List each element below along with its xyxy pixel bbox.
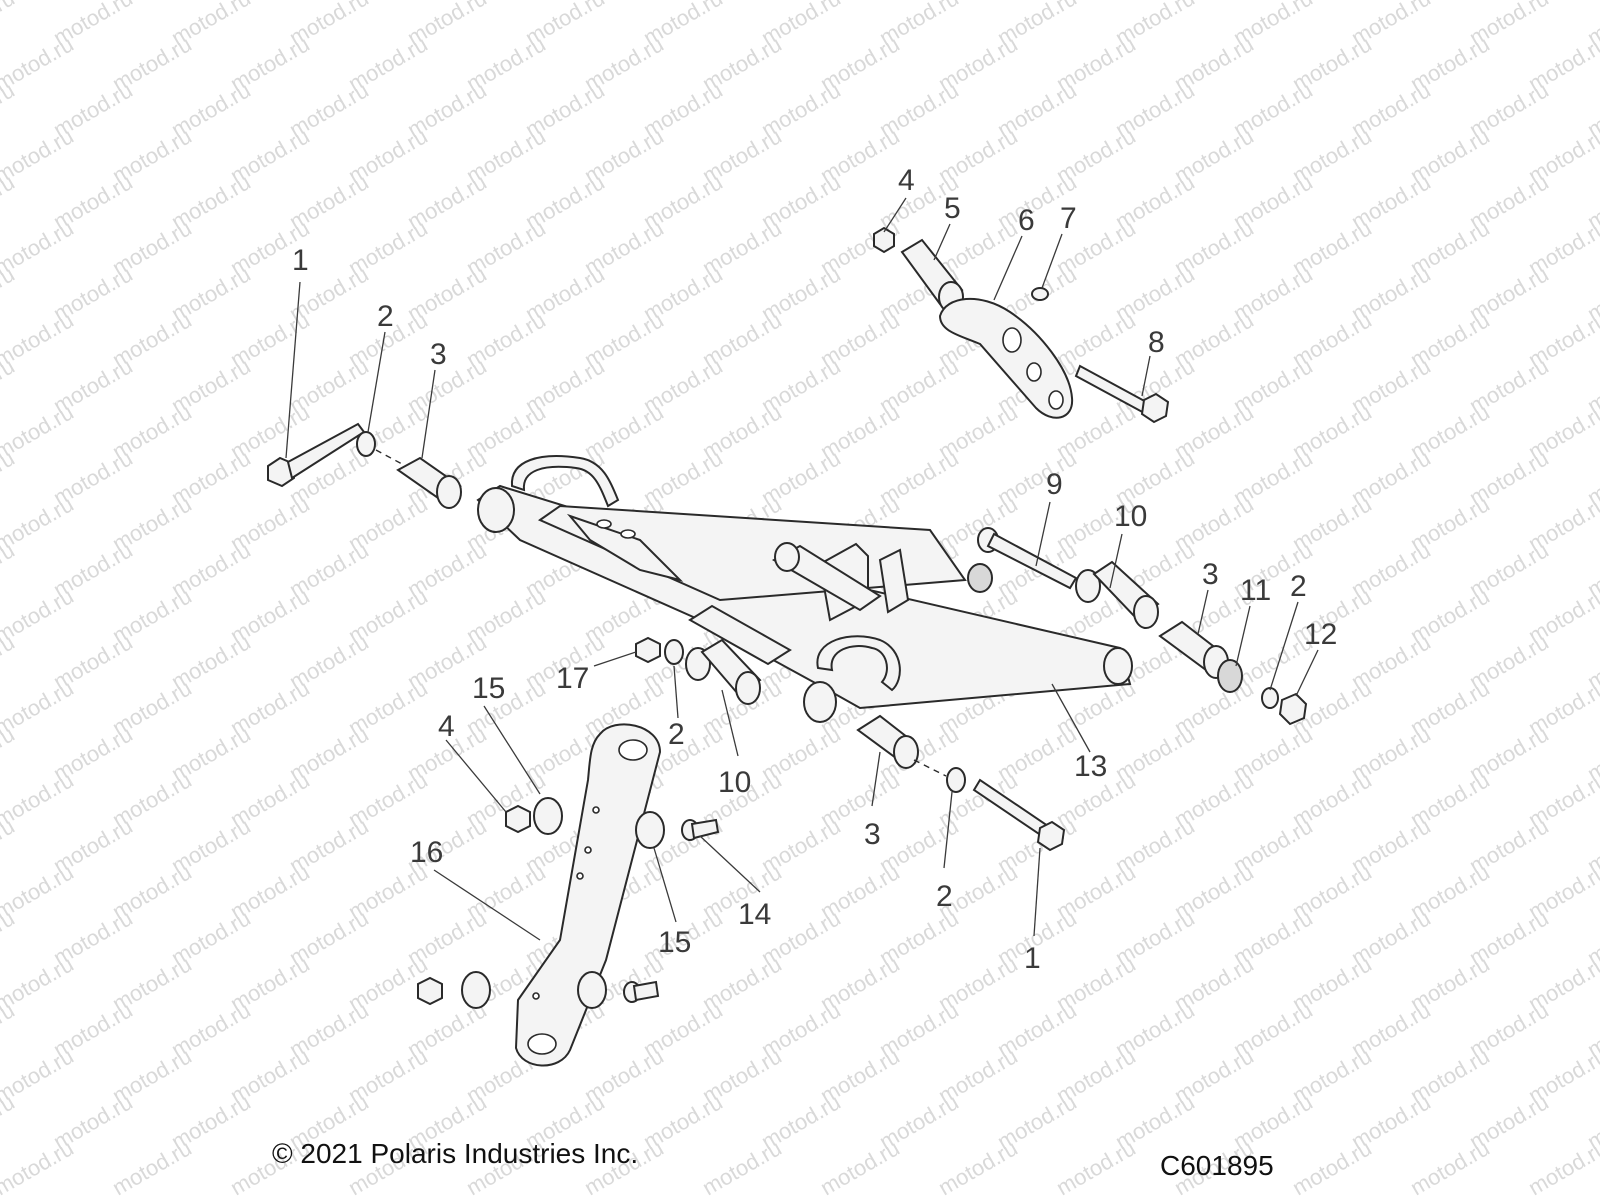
a-arm-frame	[476, 455, 1133, 723]
nut-4-lower	[505, 804, 531, 834]
washer-lower-left-a	[461, 971, 491, 1009]
bolt-lower-right	[972, 778, 1066, 852]
callout-8: 8	[1148, 326, 1165, 359]
callout-15-lower: 15	[658, 926, 691, 959]
washer-lower-left-b	[577, 971, 607, 1009]
callout-13: 13	[1074, 750, 1107, 783]
callout-4-lower: 4	[438, 710, 455, 743]
nut-4-top	[873, 226, 895, 254]
watermark-text: motod.ru	[0, 675, 78, 740]
nut-lower-left	[417, 976, 443, 1006]
bolt-lower-left	[623, 980, 660, 1003]
watermark-text: motod.ru	[816, 1135, 904, 1200]
washer-lower-mid	[664, 639, 684, 665]
callout-6: 6	[1018, 204, 1035, 237]
bushing-lower	[856, 714, 919, 769]
watermark-text: motod.ru	[0, 1043, 78, 1108]
watermark-text: motod.ru	[0, 859, 78, 924]
diagram-code: C601895	[1160, 1150, 1274, 1181]
callout-10-lower: 10	[718, 766, 751, 799]
watermark-text: motod.ru	[0, 951, 78, 1016]
watermark-text: motod.ru	[0, 215, 78, 280]
callout-labels: 1 2 3 4 5 6 7 8 9 10 3 11 2 12 15 4 17 2…	[292, 164, 1337, 975]
watermark-text: motod.ru	[1288, 1135, 1376, 1200]
washer-11	[1217, 659, 1243, 693]
copyright-notice: © 2021 Polaris Industries Inc.	[272, 1138, 639, 1169]
watermark-text: motod.ru	[0, 0, 19, 50]
bracket-6	[938, 298, 1074, 419]
callout-2-lower-right: 2	[936, 880, 953, 913]
callout-11: 11	[1240, 574, 1271, 607]
bushing-5	[900, 238, 964, 313]
callout-16: 16	[410, 836, 443, 869]
watermark-text: motod.ru	[698, 1135, 786, 1200]
callout-14: 14	[738, 898, 771, 931]
washer-15-a	[533, 797, 563, 835]
callout-2-right: 2	[1290, 570, 1307, 603]
watermark-text: motod.ru	[0, 1135, 78, 1200]
watermark-text: motod.ru	[1524, 1135, 1600, 1200]
callout-2-lower-mid: 2	[668, 718, 685, 751]
callout-3-lower: 3	[864, 818, 881, 851]
watermark-text: motod.ru	[0, 123, 78, 188]
pin-right	[977, 527, 1078, 590]
parts-layer	[267, 226, 1308, 1067]
callout-5: 5	[944, 192, 961, 225]
washer-15-b	[635, 811, 665, 849]
watermark-text: motod.ru	[934, 1135, 1022, 1200]
watermark-text: motod.ru	[0, 399, 78, 464]
washer-upper-left	[356, 431, 376, 457]
callout-1-upper: 1	[292, 244, 309, 277]
watermark-text: motod.ru	[0, 767, 78, 832]
watermark-text: motod.ru	[108, 1135, 196, 1200]
watermark-text: motod.ru	[1052, 1135, 1140, 1200]
washer-right	[1261, 687, 1279, 709]
callout-9: 9	[1046, 468, 1063, 501]
watermark-text: motod.ru	[0, 491, 78, 556]
watermark-text: motod.ru	[0, 31, 78, 96]
callout-1-lower: 1	[1024, 942, 1041, 975]
bushing-right-flanged	[1075, 560, 1160, 629]
link-16	[514, 723, 662, 1067]
watermark-text: motod.ru	[0, 583, 78, 648]
bolt-14	[681, 818, 720, 841]
watermark-text: motod.ru	[1406, 1135, 1494, 1200]
callout-17: 17	[556, 662, 589, 695]
washer-lower-right	[946, 767, 966, 793]
callout-15-upper: 15	[472, 672, 505, 705]
callout-3-right: 3	[1202, 558, 1219, 591]
callout-3-upper: 3	[430, 338, 447, 371]
callout-7: 7	[1060, 202, 1077, 235]
fitting-7	[1031, 287, 1049, 301]
callout-2-upper: 2	[377, 300, 394, 333]
callout-10-upper: 10	[1114, 500, 1147, 533]
callout-12: 12	[1304, 618, 1337, 651]
watermark-text: motod.ru	[0, 307, 78, 372]
nut-12	[1278, 692, 1308, 726]
leader-lines	[285, 197, 1319, 941]
callout-4-top: 4	[898, 164, 915, 197]
bolt-8	[1074, 364, 1170, 424]
bushing-lower-flanged	[685, 638, 762, 705]
bushing-upper-left	[396, 456, 462, 509]
nut-17	[635, 636, 661, 664]
